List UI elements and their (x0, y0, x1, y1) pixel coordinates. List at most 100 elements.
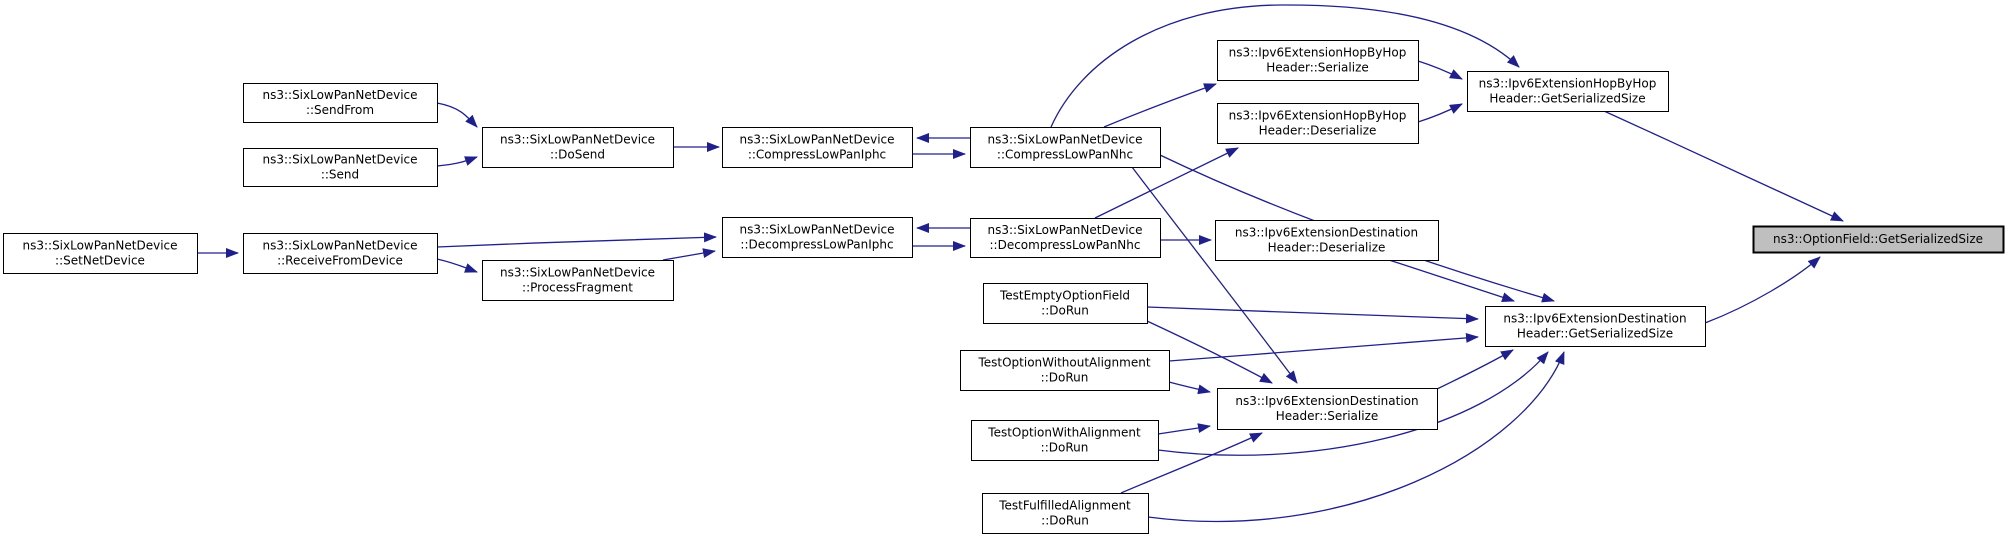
edge-compressnhc-to-dest-serialize (1131, 166, 1298, 384)
graph-node-send[interactable]: ns3::SixLowPanNetDevice::Send (242, 147, 439, 188)
graph-node-label-test-without-0: TestOptionWithoutAlignment (977, 356, 1150, 370)
graph-node-optionfield-getsize: ns3::OptionField::GetSerializedSize (1752, 225, 2005, 254)
node-layer: ns3::SixLowPanNetDevice::SendFromns3::Si… (2, 39, 2005, 535)
graph-node-label-sendfrom-0: ns3::SixLowPanNetDevice (262, 88, 417, 102)
edge-compressnhc-to-hbh-serialize (1103, 83, 1217, 128)
graph-node-label-dosend-1: ::DoSend (550, 148, 605, 162)
graph-node-label-processfragment-1: ::ProcessFragment (522, 281, 633, 295)
graph-node-label-dest-getsize-1: Header::GetSerializedSize (1517, 327, 1673, 341)
graph-node-setnetdevice[interactable]: ns3::SixLowPanNetDevice::SetNetDevice (2, 232, 199, 275)
graph-node-decompressiphc[interactable]: ns3::SixLowPanNetDevice::DecompressLowPa… (721, 216, 914, 259)
graph-node-dest-getsize[interactable]: ns3::Ipv6ExtensionDestinationHeader::Get… (1484, 305, 1707, 348)
graph-node-test-empty[interactable]: TestEmptyOptionField::DoRun (982, 282, 1149, 325)
edge-receivefromdevice-to-processfragment (436, 258, 478, 273)
edge-send-to-dosend (436, 156, 478, 167)
graph-node-compressiphc[interactable]: ns3::SixLowPanNetDevice::CompressLowPanI… (721, 126, 914, 169)
graph-node-label-compressiphc-0: ns3::SixLowPanNetDevice (739, 133, 894, 147)
graph-node-label-test-fulfilled-1: ::DoRun (1041, 514, 1089, 528)
graph-node-label-hbh-deserialize-0: ns3::Ipv6ExtensionHopByHop (1229, 109, 1407, 123)
graph-node-box-setnetdevice (2, 232, 199, 275)
graph-node-label-processfragment-0: ns3::SixLowPanNetDevice (500, 266, 655, 280)
graph-node-test-without[interactable]: TestOptionWithoutAlignment::DoRun (959, 349, 1171, 392)
graph-node-box-decompressnhc (969, 217, 1162, 259)
graph-node-label-test-empty-1: ::DoRun (1041, 304, 1089, 318)
edge-test-with-to-dest-serialize (1157, 423, 1211, 435)
graph-node-label-test-with-1: ::DoRun (1041, 441, 1089, 455)
graph-node-sendfrom[interactable]: ns3::SixLowPanNetDevice::SendFrom (242, 82, 439, 124)
edge-test-fulfilled-to-dest-serialize (1120, 432, 1263, 494)
edge-processfragment-to-decompressiphc (662, 248, 716, 261)
graph-node-box-dest-serialize (1216, 387, 1439, 431)
graph-node-test-fulfilled[interactable]: TestFulfilledAlignment::DoRun (981, 492, 1150, 535)
graph-node-box-receivefromdevice (242, 232, 439, 275)
graph-node-box-dosend (481, 126, 675, 169)
graph-node-label-dosend-0: ns3::SixLowPanNetDevice (500, 133, 655, 147)
edge-dest-deserialize-to-dest-getsize (1388, 259, 1515, 302)
edge-test-fulfilled-to-dest-getsize (1147, 351, 1565, 523)
graph-node-dest-deserialize[interactable]: ns3::Ipv6ExtensionDestinationHeader::Des… (1214, 219, 1440, 262)
graph-node-label-setnetdevice-0: ns3::SixLowPanNetDevice (22, 239, 177, 253)
edge-dest-serialize-to-dest-getsize (1436, 349, 1514, 390)
graph-node-test-with[interactable]: TestOptionWithAlignment::DoRun (970, 419, 1160, 462)
graph-node-label-compressiphc-1: ::CompressLowPanIphc (748, 148, 886, 162)
graph-node-label-hbh-deserialize-1: Header::Deserialize (1259, 124, 1377, 138)
graph-node-hbh-getsize[interactable]: ns3::Ipv6ExtensionHopByHopHeader::GetSer… (1466, 70, 1670, 113)
graph-node-box-dest-getsize (1484, 305, 1707, 348)
graph-node-processfragment[interactable]: ns3::SixLowPanNetDevice::ProcessFragment (481, 259, 675, 302)
graph-node-box-test-fulfilled (981, 492, 1150, 535)
graph-node-label-sendfrom-1: ::SendFrom (306, 103, 374, 117)
graph-node-receivefromdevice[interactable]: ns3::SixLowPanNetDevice::ReceiveFromDevi… (242, 232, 439, 275)
graph-node-label-receivefromdevice-0: ns3::SixLowPanNetDevice (262, 239, 417, 253)
graph-node-label-test-empty-0: TestEmptyOptionField (999, 289, 1130, 303)
graph-node-label-test-without-1: ::DoRun (1041, 371, 1089, 385)
edge-hbh-serialize-to-hbh-getsize (1417, 60, 1463, 80)
graph-node-label-dest-serialize-0: ns3::Ipv6ExtensionDestination (1235, 394, 1418, 408)
graph-node-dosend[interactable]: ns3::SixLowPanNetDevice::DoSend (481, 126, 675, 169)
graph-node-label-hbh-serialize-0: ns3::Ipv6ExtensionHopByHop (1229, 46, 1407, 60)
graph-node-label-test-fulfilled-0: TestFulfilledAlignment (998, 499, 1131, 513)
graph-node-box-dest-deserialize (1214, 219, 1440, 262)
edge-test-with-to-dest-getsize (1157, 351, 1549, 456)
graph-node-box-send (242, 147, 439, 188)
graph-node-box-optionfield-getsize (1752, 225, 2005, 254)
edge-layer (197, 4, 1844, 523)
graph-node-label-decompressnhc-1: ::DecompressLowPanNhc (990, 238, 1141, 252)
edge-hbh-getsize-to-optionfield-getsize (1603, 110, 1844, 222)
graph-node-label-test-with-0: TestOptionWithAlignment (987, 426, 1141, 440)
graph-node-box-decompressiphc (721, 216, 914, 259)
graph-node-box-sendfrom (242, 82, 439, 124)
graph-node-label-compressnhc-0: ns3::SixLowPanNetDevice (987, 133, 1142, 147)
edge-dest-getsize-to-optionfield-getsize (1704, 256, 1821, 324)
graph-node-hbh-deserialize[interactable]: ns3::Ipv6ExtensionHopByHopHeader::Deseri… (1216, 102, 1420, 145)
graph-node-label-hbh-getsize-0: ns3::Ipv6ExtensionHopByHop (1479, 77, 1657, 91)
graph-node-label-optionfield-getsize-0: ns3::OptionField::GetSerializedSize (1773, 232, 1983, 246)
graph-node-box-compressnhc (969, 126, 1162, 169)
graph-node-label-decompressiphc-1: ::DecompressLowPanIphc (740, 238, 893, 252)
graph-node-box-test-without (959, 349, 1171, 392)
graph-node-label-hbh-getsize-1: Header::GetSerializedSize (1489, 92, 1645, 106)
graph-node-label-receivefromdevice-1: ::ReceiveFromDevice (277, 254, 403, 268)
graph-node-box-test-empty (982, 282, 1149, 325)
graph-node-dest-serialize[interactable]: ns3::Ipv6ExtensionDestinationHeader::Ser… (1216, 387, 1439, 431)
graph-node-label-setnetdevice-1: ::SetNetDevice (55, 254, 145, 268)
graph-node-box-compressiphc (721, 126, 914, 169)
graph-node-box-hbh-serialize (1216, 39, 1420, 82)
edge-receivefromdevice-to-decompressiphc (436, 232, 717, 248)
graph-node-box-processfragment (481, 259, 675, 302)
edge-compressnhc-to-hbh-getsize (1050, 4, 1520, 128)
edge-sendfrom-to-dosend (436, 102, 478, 128)
edge-test-without-to-dest-getsize (1168, 332, 1479, 362)
edge-hbh-deserialize-to-hbh-getsize (1417, 103, 1463, 123)
edge-test-empty-to-dest-serialize (1146, 320, 1273, 384)
graph-node-label-decompressnhc-0: ns3::SixLowPanNetDevice (987, 223, 1142, 237)
graph-node-box-hbh-deserialize (1216, 102, 1420, 145)
graph-node-compressnhc[interactable]: ns3::SixLowPanNetDevice::CompressLowPanN… (969, 126, 1162, 169)
graph-node-label-dest-getsize-0: ns3::Ipv6ExtensionDestination (1503, 312, 1686, 326)
edge-test-without-to-dest-serialize (1168, 381, 1211, 395)
graph-node-label-send-0: ns3::SixLowPanNetDevice (262, 153, 417, 167)
graph-node-label-compressnhc-1: ::CompressLowPanNhc (997, 148, 1133, 162)
graph-node-hbh-serialize[interactable]: ns3::Ipv6ExtensionHopByHopHeader::Serial… (1216, 39, 1420, 82)
graph-node-decompressnhc[interactable]: ns3::SixLowPanNetDevice::DecompressLowPa… (969, 217, 1162, 259)
graph-node-box-hbh-getsize (1466, 70, 1670, 113)
